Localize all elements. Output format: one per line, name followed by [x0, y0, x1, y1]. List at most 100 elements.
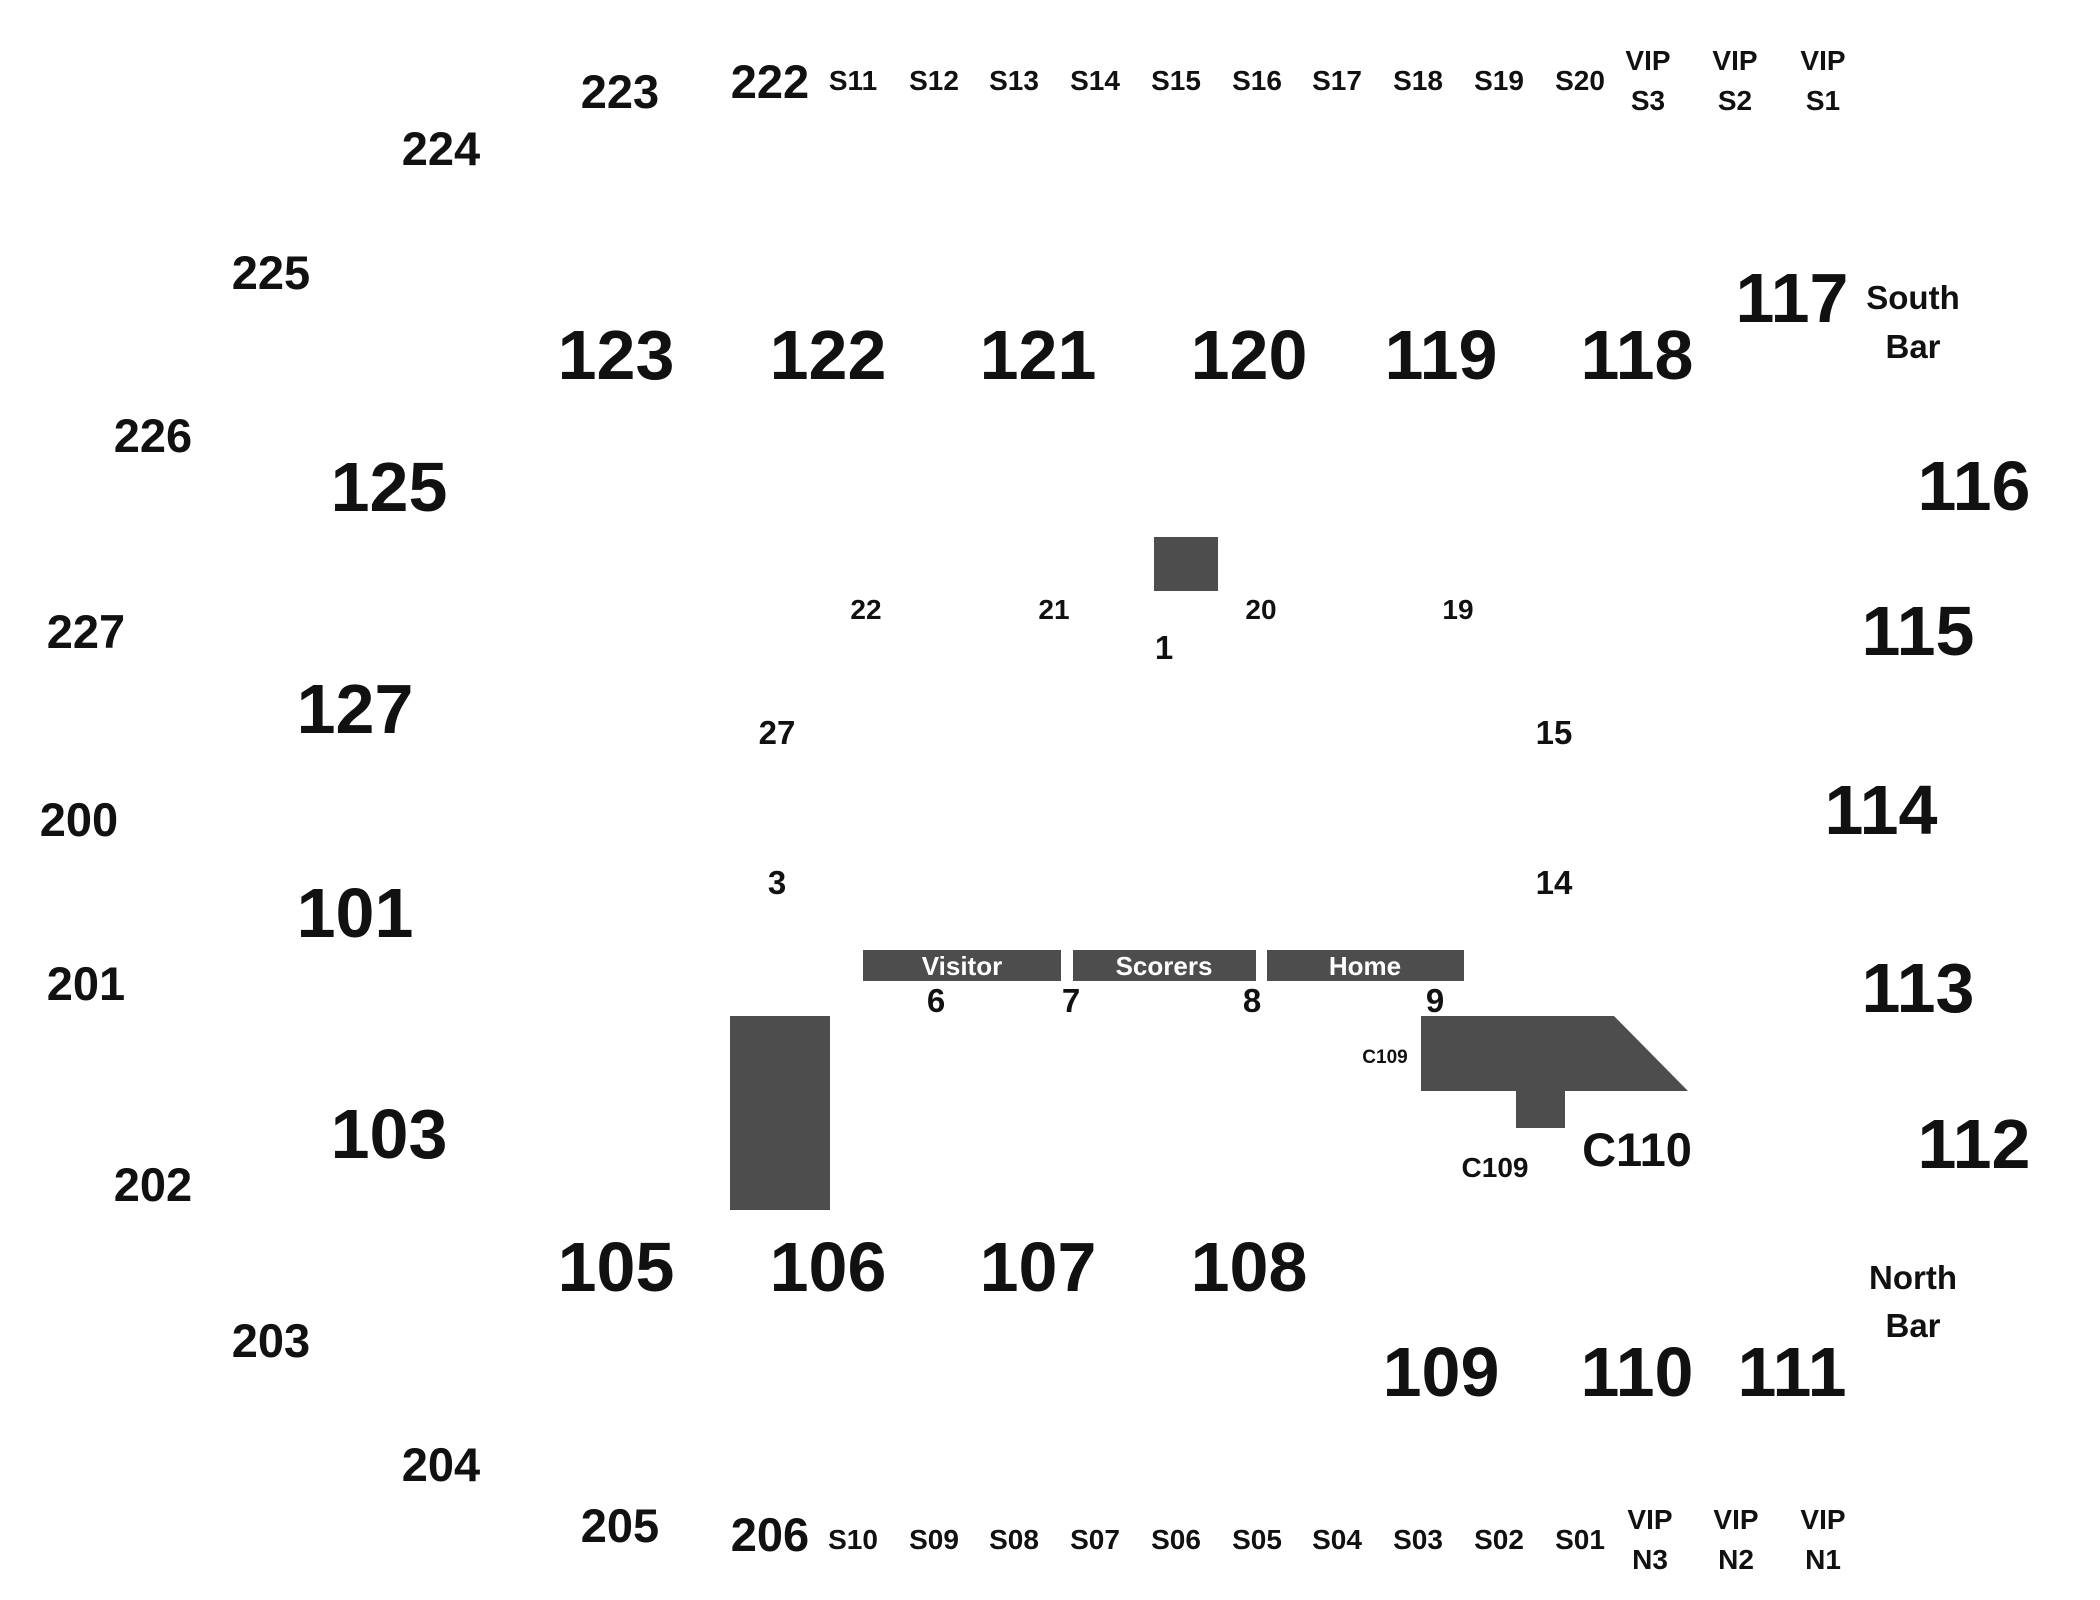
section-114[interactable]: 114 [1825, 771, 1938, 849]
courtside-section-6[interactable]: 6 [927, 982, 945, 1019]
north-bar-label: North Bar [1869, 1259, 1957, 1344]
courtside-section-15[interactable]: 15 [1536, 714, 1573, 751]
section-202[interactable]: 202 [114, 1158, 192, 1211]
vip-label: VIP [1713, 1504, 1758, 1535]
section-c110[interactable]: C110 [1582, 1123, 1692, 1176]
south-bar-line-2: Bar [1885, 328, 1940, 365]
vip-suite-n1[interactable]: VIP N1 [1800, 1504, 1845, 1575]
section-118[interactable]: 118 [1581, 316, 1694, 394]
floor-block-c109 [1421, 1016, 1688, 1128]
section-200[interactable]: 200 [40, 793, 118, 846]
courtside-section-c109-small[interactable]: C109 [1362, 1047, 1407, 1068]
suite-s09[interactable]: S09 [909, 1524, 959, 1555]
suite-s08[interactable]: S08 [989, 1524, 1039, 1555]
suite-s15[interactable]: S15 [1151, 65, 1201, 96]
courtside-section-7[interactable]: 7 [1062, 982, 1080, 1019]
section-111[interactable]: 111 [1737, 1333, 1846, 1411]
suite-s03[interactable]: S03 [1393, 1524, 1443, 1555]
section-206[interactable]: 206 [731, 1508, 809, 1561]
courtside-section-19[interactable]: 19 [1442, 594, 1473, 625]
vip-suite-number: N2 [1718, 1544, 1754, 1575]
section-225[interactable]: 225 [232, 246, 310, 299]
section-106[interactable]: 106 [770, 1228, 887, 1306]
section-110[interactable]: 110 [1581, 1333, 1694, 1411]
south-suites-row: S11 S12 S13 S14 S15 S16 S17 S18 S19 S20 [829, 65, 1605, 96]
suite-s17[interactable]: S17 [1312, 65, 1362, 96]
section-222[interactable]: 222 [731, 55, 809, 108]
section-203[interactable]: 203 [232, 1314, 310, 1367]
section-227[interactable]: 227 [47, 605, 125, 658]
courtside-section-20[interactable]: 20 [1245, 594, 1276, 625]
courtside-section-21[interactable]: 21 [1038, 594, 1069, 625]
suite-s13[interactable]: S13 [989, 65, 1039, 96]
section-204[interactable]: 204 [402, 1438, 480, 1491]
section-226[interactable]: 226 [114, 409, 192, 462]
section-122[interactable]: 122 [770, 316, 887, 394]
section-223[interactable]: 223 [581, 65, 659, 118]
home-bench[interactable]: Home [1267, 950, 1464, 981]
section-116[interactable]: 116 [1918, 447, 2031, 525]
courtside-section-8[interactable]: 8 [1243, 982, 1261, 1019]
vip-suite-n2[interactable]: VIP N2 [1713, 1504, 1758, 1575]
section-119[interactable]: 119 [1385, 316, 1498, 394]
section-109[interactable]: 109 [1383, 1333, 1500, 1411]
vip-suite-s1[interactable]: VIP S1 [1800, 45, 1845, 116]
courtside-sections: 1 22 21 20 19 27 15 3 14 6 7 8 9 C109 C1… [759, 594, 1573, 1183]
section-120[interactable]: 120 [1191, 316, 1308, 394]
suite-s02[interactable]: S02 [1474, 1524, 1524, 1555]
north-suites-row: S10 S09 S08 S07 S06 S05 S04 S03 S02 S01 [828, 1524, 1605, 1555]
scorers-table-label: Scorers [1116, 951, 1213, 981]
suite-s19[interactable]: S19 [1474, 65, 1524, 96]
south-vip-suites: VIP S3 VIP S2 VIP S1 [1625, 45, 1845, 116]
suite-s11[interactable]: S11 [829, 65, 877, 96]
suite-s16[interactable]: S16 [1232, 65, 1282, 96]
upper-level-sections: 223 222 224 225 226 227 200 201 202 203 … [40, 55, 809, 1561]
courtside-section-27[interactable]: 27 [759, 714, 796, 751]
section-103[interactable]: 103 [331, 1095, 448, 1173]
vip-suite-s2[interactable]: VIP S2 [1712, 45, 1757, 116]
courtside-section-22[interactable]: 22 [850, 594, 881, 625]
suite-s10[interactable]: S10 [828, 1524, 878, 1555]
courtside-section-1[interactable]: 1 [1155, 629, 1173, 666]
suite-s04[interactable]: S04 [1312, 1524, 1362, 1555]
vip-suite-s3[interactable]: VIP S3 [1625, 45, 1670, 116]
north-bar-line-2: Bar [1885, 1307, 1940, 1344]
section-205[interactable]: 205 [581, 1499, 659, 1552]
section-201[interactable]: 201 [47, 957, 125, 1010]
section-112[interactable]: 112 [1918, 1105, 2031, 1183]
vip-label: VIP [1625, 45, 1670, 76]
lower-level-sections: 123 122 121 120 119 118 117 116 115 114 … [297, 259, 2031, 1411]
suite-s07[interactable]: S07 [1070, 1524, 1120, 1555]
visitor-bench[interactable]: Visitor [863, 950, 1061, 981]
vip-suite-n3[interactable]: VIP N3 [1627, 1504, 1672, 1575]
scorers-table[interactable]: Scorers [1073, 950, 1256, 981]
section-113[interactable]: 113 [1862, 949, 1975, 1027]
suite-s05[interactable]: S05 [1232, 1524, 1282, 1555]
section-123[interactable]: 123 [558, 316, 675, 394]
suite-s01[interactable]: S01 [1555, 1524, 1605, 1555]
visitor-bench-label: Visitor [922, 951, 1002, 981]
section-107[interactable]: 107 [980, 1228, 1097, 1306]
suite-s12[interactable]: S12 [909, 65, 959, 96]
section-121[interactable]: 121 [980, 316, 1097, 394]
section-105[interactable]: 105 [558, 1228, 675, 1306]
courtside-section-9[interactable]: 9 [1426, 982, 1444, 1019]
vip-label: VIP [1800, 1504, 1845, 1535]
section-108[interactable]: 108 [1191, 1228, 1308, 1306]
suite-s06[interactable]: S06 [1151, 1524, 1201, 1555]
section-125[interactable]: 125 [331, 448, 448, 526]
courtside-section-c109[interactable]: C109 [1462, 1152, 1529, 1183]
courtside-section-3[interactable]: 3 [768, 864, 786, 901]
suite-s20[interactable]: S20 [1555, 65, 1605, 96]
section-115[interactable]: 115 [1862, 592, 1975, 670]
section-101[interactable]: 101 [297, 874, 414, 952]
courtside-section-14[interactable]: 14 [1536, 864, 1573, 901]
section-127[interactable]: 127 [297, 670, 414, 748]
section-117[interactable]: 117 [1736, 259, 1849, 337]
section-224[interactable]: 224 [402, 122, 480, 175]
suite-s18[interactable]: S18 [1393, 65, 1443, 96]
vip-suite-number: S3 [1631, 85, 1665, 116]
suite-s14[interactable]: S14 [1070, 65, 1120, 96]
floor-block-top [1154, 537, 1218, 591]
vip-label: VIP [1800, 45, 1845, 76]
